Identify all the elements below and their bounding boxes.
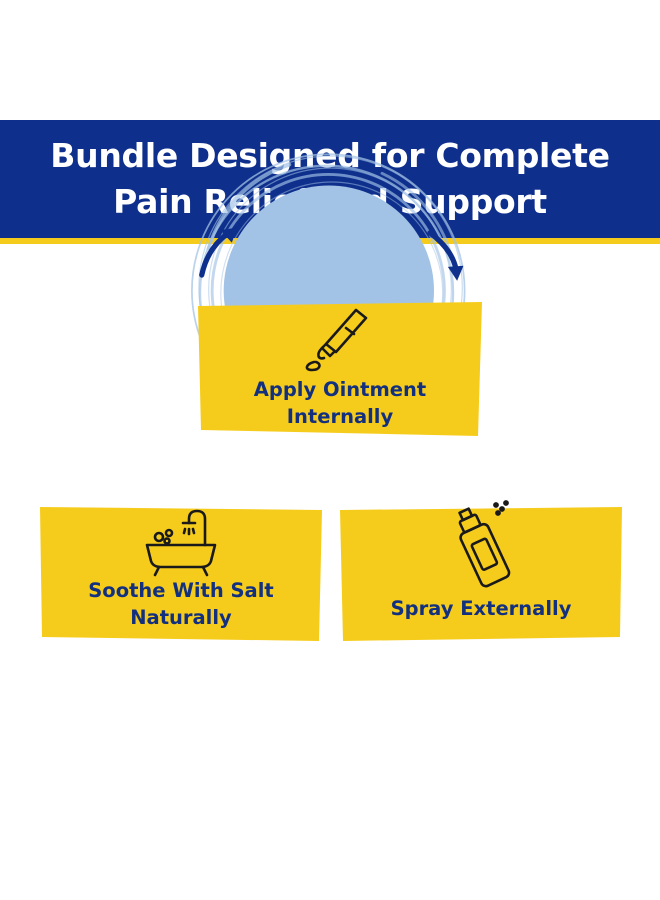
arrow-left [199,231,230,278]
card-shape [340,507,622,641]
step-card-spray: Spray Externally [340,500,622,641]
bathtub-icon [145,509,217,577]
step-card-ointment: Apply Ointment Internally [198,302,482,436]
step-label-line-1: Spray Externally [390,597,572,620]
step-label-line-1: Soothe With Salt [88,579,274,602]
arrow-top-right [427,230,459,272]
step-label-line-1: Apply Ointment [253,378,427,401]
arrowhead-top-right [447,265,464,281]
cycle-background [191,153,466,428]
step-label-line-2: Naturally [130,606,232,629]
ointment-tube-icon [305,308,368,372]
card-shape [40,507,322,641]
card-shape [198,302,482,436]
step-label-line-2: Internally [286,405,394,428]
step-card-salt: Soothe With Salt Naturally [40,505,322,641]
spray-bottle-icon [458,500,511,588]
